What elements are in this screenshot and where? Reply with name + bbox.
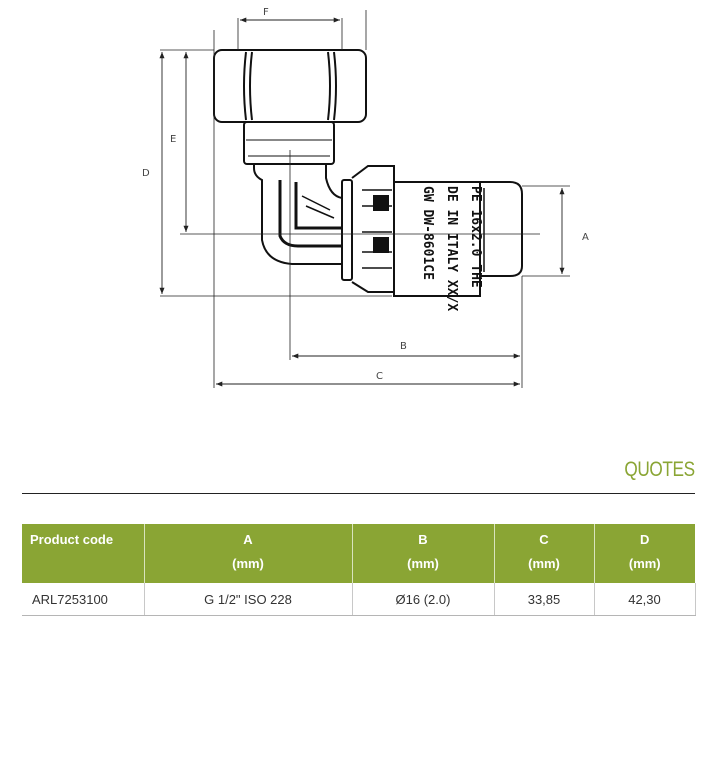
dimension-label-d: D <box>142 168 150 179</box>
dimension-label-b: B <box>400 341 407 352</box>
sleeve-marking: PE 16x2.0 THE DE IN ITALY XX/X GW DW-860… <box>420 186 483 311</box>
marking-line-2: DE IN ITALY XX/X <box>444 186 459 311</box>
header-title: A <box>243 532 253 547</box>
quotes-heading: QUOTES <box>624 458 696 481</box>
cell-product-code: ARL7253100 <box>22 583 144 616</box>
header-title: B <box>418 532 428 547</box>
header-unit: (mm) <box>232 556 264 571</box>
header-d: D (mm) <box>593 524 695 583</box>
centre-lines <box>160 10 570 388</box>
dimension-label-f: F <box>263 7 269 18</box>
section-divider <box>22 493 695 494</box>
header-unit: (mm) <box>407 556 439 571</box>
dimension-label-c: C <box>376 371 383 382</box>
cell-a: G 1/2" ISO 228 <box>143 583 352 616</box>
dimension-label-e: E <box>170 134 176 145</box>
technical-drawing: PE 16x2.0 THE DE IN ITALY XX/X GW DW-860… <box>142 7 589 388</box>
header-a: A (mm) <box>143 524 352 583</box>
header-unit: (mm) <box>528 556 560 571</box>
fitting-body <box>213 49 523 297</box>
marking-line-3: GW DW-8601CE <box>420 186 435 280</box>
cell-b: Ø16 (2.0) <box>351 583 494 616</box>
header-c: C (mm) <box>493 524 594 583</box>
cell-c: 33,85 <box>493 583 594 616</box>
dimensions-table: Product code A (mm) B (mm) C (mm) D (mm)… <box>22 524 696 616</box>
header-b: B (mm) <box>351 524 494 583</box>
cell-d: 42,30 <box>593 583 696 616</box>
marking-line-1: PE 16x2.0 THE <box>468 186 483 288</box>
table-header-row: Product code A (mm) B (mm) C (mm) D (mm) <box>22 524 695 583</box>
dimension-lines <box>159 17 565 387</box>
header-product-code: Product code <box>22 524 144 583</box>
header-title: C <box>539 532 549 547</box>
table-row: ARL7253100 G 1/2" ISO 228 Ø16 (2.0) 33,8… <box>22 583 696 616</box>
header-title: D <box>640 532 650 547</box>
header-unit: (mm) <box>628 556 661 571</box>
header-title: Product code <box>30 532 114 547</box>
dimension-label-a: A <box>582 232 589 243</box>
